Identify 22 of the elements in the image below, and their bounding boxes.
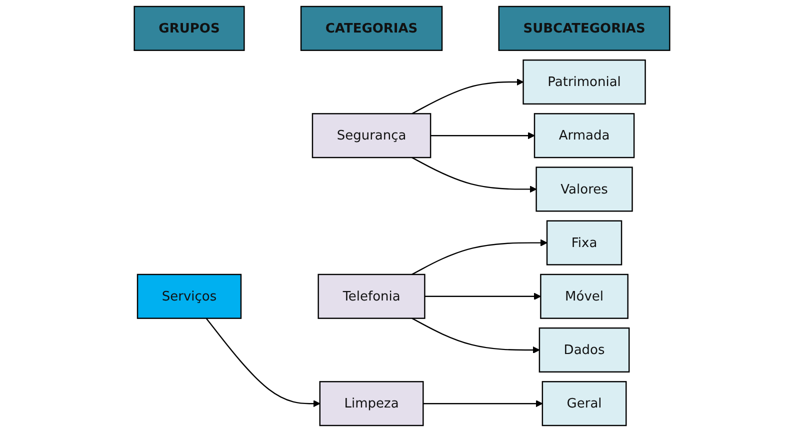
node-box: CATEGORIAS <box>300 6 443 51</box>
arrow <box>430 132 535 140</box>
node-box: Dados <box>538 327 630 373</box>
node-box: GRUPOS <box>134 6 245 51</box>
arrow <box>423 400 543 408</box>
node-box: SUBCATEGORIAS <box>498 6 670 51</box>
node-box: Telefonia <box>318 274 426 319</box>
node-box: Fixa <box>546 220 622 266</box>
arrow <box>412 157 537 193</box>
node-box: Segurança <box>312 113 432 158</box>
node-box: Geral <box>542 381 627 426</box>
arrow <box>412 239 548 275</box>
arrow <box>424 292 541 300</box>
arrow <box>206 318 320 408</box>
arrow <box>412 318 540 354</box>
node-box: Móvel <box>540 274 628 319</box>
node-box: Valores <box>536 166 633 212</box>
arrow <box>412 78 524 114</box>
node-box: Serviços <box>136 274 242 319</box>
node-box: Armada <box>534 113 635 158</box>
node-box: Patrimonial <box>522 59 646 105</box>
node-box: Limpeza <box>319 381 424 426</box>
